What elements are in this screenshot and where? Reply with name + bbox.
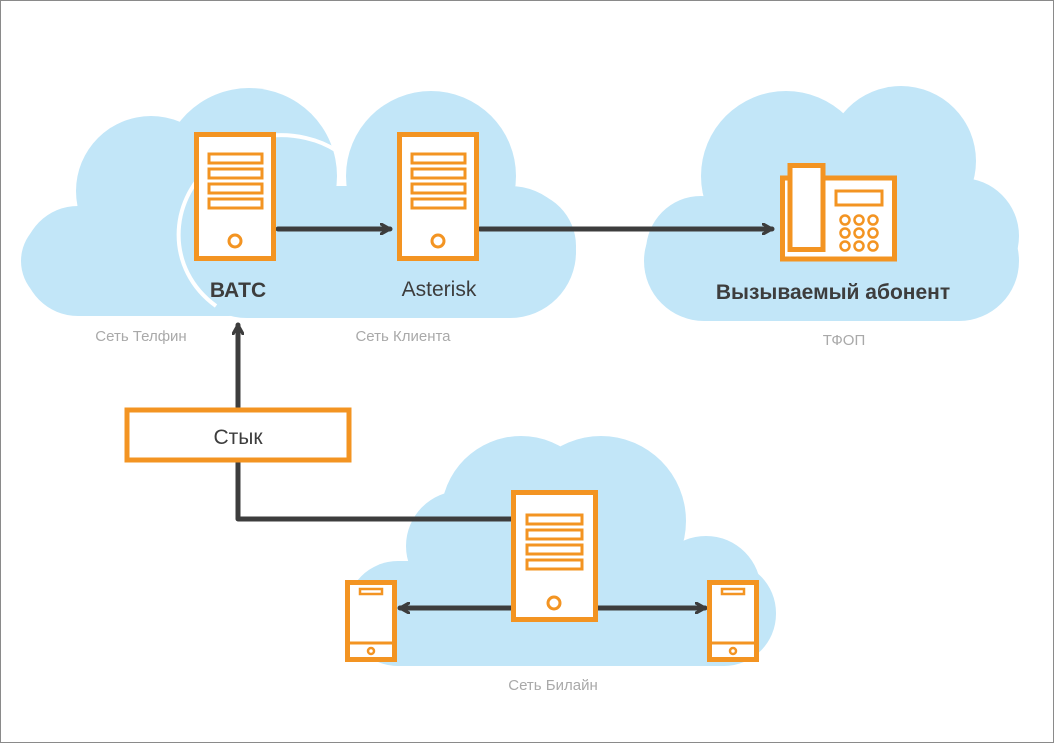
desk-phone-icon (780, 163, 897, 262)
server-beeline (511, 490, 598, 622)
called-subscriber-label: Вызываемый абонент (716, 281, 950, 304)
server-icon (397, 132, 479, 261)
network-label-pstn: ТФОП (823, 332, 866, 349)
junction-box: Стык (124, 407, 352, 463)
mobile-right (707, 580, 759, 662)
line-beeline-to-junction (235, 459, 514, 522)
asterisk-label: Asterisk (402, 278, 477, 301)
junction-label: Стык (213, 426, 263, 449)
server-vats (194, 132, 276, 261)
server-asterisk (397, 132, 479, 261)
mobile-left (345, 580, 397, 662)
network-label-client: Сеть Клиента (355, 328, 451, 345)
mobile-phone-icon (707, 580, 759, 662)
desk-phone (780, 163, 897, 262)
network-label-beeline: Сеть Билайн (508, 677, 598, 694)
server-icon (194, 132, 276, 261)
network-label-telfin: Сеть Телфин (95, 328, 186, 345)
server-icon (511, 490, 598, 622)
connectors (235, 229, 775, 608)
vats-label: ВАТС (210, 279, 266, 302)
mobile-phone-icon (345, 580, 397, 662)
